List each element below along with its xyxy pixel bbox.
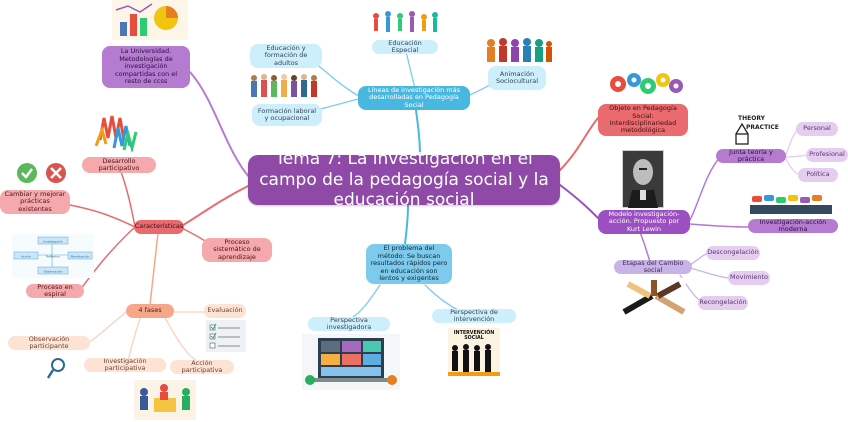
node-label: Descongelación — [707, 248, 759, 257]
node-4-fases[interactable]: 4 fases — [126, 304, 174, 318]
cycle-label: Acción — [21, 255, 31, 259]
node-label: Acción participativa — [181, 358, 223, 374]
node-universidad[interactable]: La Universidad. Metodologías de investig… — [102, 46, 190, 88]
node-label: Educación Especial — [388, 38, 422, 54]
node-label: Perspectiva de intervención — [450, 307, 498, 323]
node-label: El problema del método: Se buscan result… — [370, 244, 448, 283]
node-label: Desarrollo participativo — [98, 156, 140, 172]
central-title: Tema 7: La investigación en el campo de … — [259, 149, 549, 211]
node-label: Recongelación — [699, 298, 747, 307]
hands-together-image — [622, 278, 686, 318]
kurt-lewin-portrait — [622, 150, 664, 208]
node-objeto-pedagogia[interactable]: Objeto en Pedagogía Social: Interdiscipl… — [598, 104, 688, 136]
node-problema-metodo[interactable]: El problema del método: Se buscan result… — [366, 244, 452, 284]
cycle-label: Planificación — [71, 255, 90, 259]
intervencion-social-image: INTERVENCIÓN SOCIAL — [448, 328, 500, 376]
cycle-label: Investigación — [43, 240, 63, 244]
node-label: Observación participante — [28, 334, 70, 350]
node-descongelacion[interactable]: Descongelación — [706, 246, 760, 260]
node-educacion-adultos[interactable]: Educación y formación de adultos — [250, 44, 322, 68]
checklist-image — [206, 320, 246, 352]
node-perspectiva-investigadora[interactable]: Perspectiva investigadora — [308, 315, 390, 331]
node-label: Movimiento — [729, 273, 769, 282]
node-personal[interactable]: Personal — [796, 122, 838, 136]
gears-image — [610, 73, 683, 94]
node-politica[interactable]: Política — [798, 168, 838, 182]
node-label: Modelo investigación-acción. Propuesto p… — [608, 209, 680, 233]
node-label: Junta teoría y práctica — [729, 147, 773, 163]
node-junta-teoria-practica[interactable]: Junta teoría y práctica — [716, 147, 786, 163]
theory-caption: THEORY — [738, 115, 766, 122]
family-figures-image — [373, 11, 438, 32]
intervencion-social-caption: INTERVENCIÓN SOCIAL — [453, 331, 495, 342]
node-label: Personal — [803, 124, 831, 133]
node-proceso-sistematico[interactable]: Proceso sistemático de aprendizaje — [202, 238, 272, 262]
central-topic[interactable]: Tema 7: La investigación en el campo de … — [248, 149, 560, 210]
node-investigacion-accion-moderna[interactable]: Investigación-acción moderna — [748, 217, 838, 233]
node-label: Objeto en Pedagogía Social: Interdiscipl… — [609, 104, 677, 135]
node-recongelacion[interactable]: Recongelación — [698, 296, 748, 310]
node-desarrollo-participativo[interactable]: Desarrollo participativo — [82, 157, 156, 173]
node-etapas-cambio-social[interactable]: Etapas del Cambio social — [614, 258, 692, 274]
check-cross-icons — [17, 163, 66, 183]
node-label: Características — [134, 222, 184, 231]
node-label: Líneas de investigación más desarrollada… — [367, 85, 461, 109]
research-chart-image — [112, 0, 188, 40]
node-label: Investigación-acción moderna — [759, 217, 827, 233]
node-lineas-investigacion[interactable]: Líneas de investigación más desarrollada… — [358, 86, 470, 110]
people-group-image — [487, 38, 552, 62]
node-label: Etapas del Cambio social — [622, 258, 684, 274]
node-educacion-especial[interactable]: Educación Especial — [372, 38, 438, 54]
node-label: Animación Sociocultural — [495, 69, 539, 85]
cycle-label: Reflexión — [46, 255, 60, 259]
node-proceso-espiral[interactable]: Proceso en espiral — [26, 282, 84, 298]
node-profesional[interactable]: Profesional — [806, 148, 848, 162]
node-caracteristicas[interactable]: Características — [134, 220, 184, 234]
node-label: Evaluación — [207, 306, 243, 315]
node-evaluacion[interactable]: Evaluación — [204, 304, 246, 318]
node-label: Proceso sistemático de aprendizaje — [213, 237, 261, 261]
hands-image — [94, 115, 138, 152]
speech-bubbles-image — [750, 195, 832, 214]
node-label: Profesional — [809, 150, 845, 159]
node-label: Formación laboral y ocupacional — [257, 106, 317, 122]
node-modelo-investigacion-accion[interactable]: Modelo investigación-acción. Propuesto p… — [598, 210, 690, 234]
node-animacion-sociocultural[interactable]: Animación Sociocultural — [488, 66, 546, 90]
node-label: Investigación participativa — [103, 356, 147, 372]
node-label: La Universidad. Metodologías de investig… — [114, 47, 178, 86]
teamwork-image — [134, 380, 196, 420]
node-perspectiva-intervencion[interactable]: Perspectiva de intervención — [432, 307, 516, 323]
cycle-label: Observación — [44, 270, 63, 274]
node-label: Educación y formación de adultos — [264, 43, 308, 67]
node-observacion-participante[interactable]: Observación participante — [8, 334, 90, 350]
practice-caption: PRACTICE — [746, 124, 779, 131]
node-label: Proceso en espiral — [37, 282, 73, 298]
node-label: Cambiar y mejorar prácticas existentes — [4, 189, 66, 213]
node-label: Perspectiva investigadora — [326, 315, 372, 331]
node-investigacion-participativa[interactable]: Investigación participativa — [84, 356, 166, 372]
node-label: 4 fases — [138, 306, 162, 315]
video-call-image — [302, 334, 400, 390]
node-accion-participativa[interactable]: Acción participativa — [170, 358, 234, 374]
crowd-image — [251, 74, 317, 97]
node-movimiento[interactable]: Movimiento — [728, 271, 770, 285]
node-cambiar-practicas[interactable]: Cambiar y mejorar prácticas existentes — [0, 190, 70, 214]
node-label: Política — [806, 170, 830, 179]
node-formacion-laboral[interactable]: Formación laboral y ocupacional — [252, 104, 322, 126]
magnifier-icon — [46, 358, 65, 379]
theory-practice-image: THEORY PRACTICE — [735, 115, 779, 145]
